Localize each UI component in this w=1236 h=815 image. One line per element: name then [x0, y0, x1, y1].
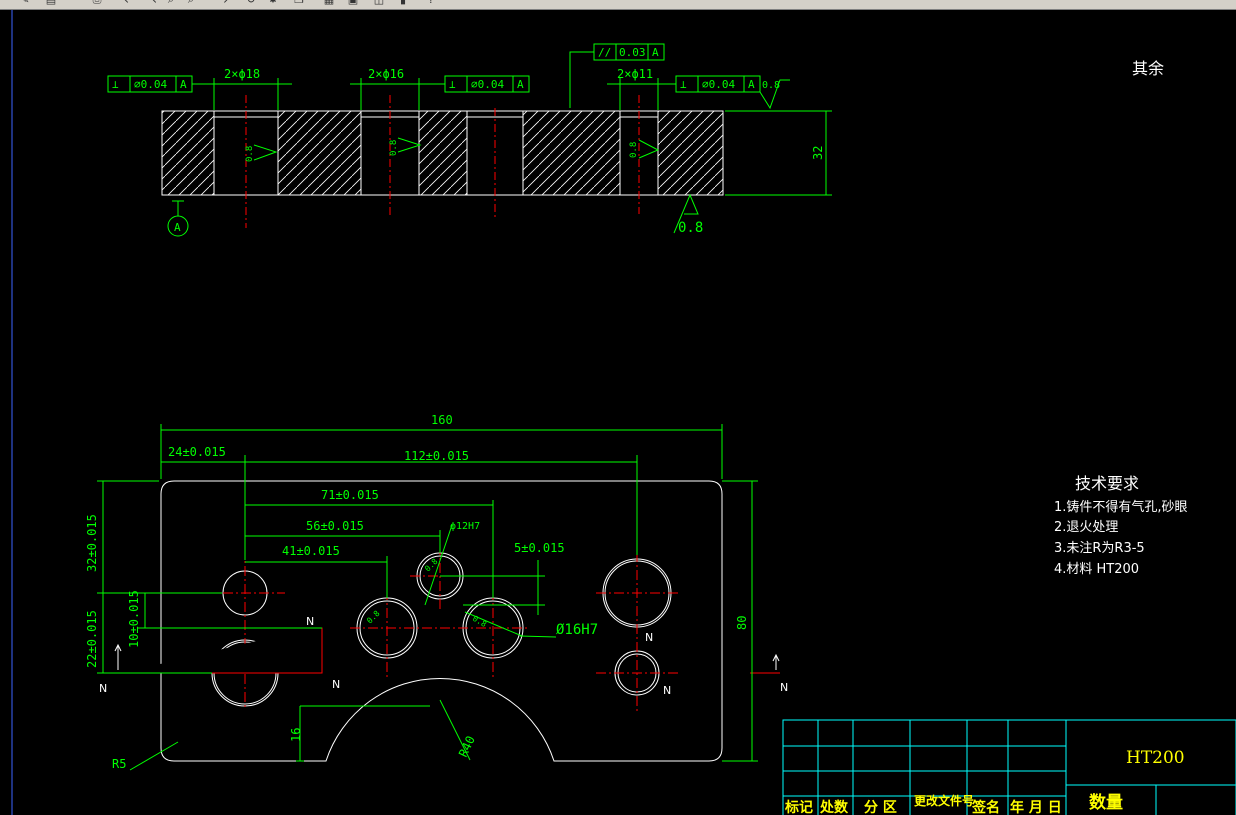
- section-n: N: [645, 631, 653, 644]
- section-hatch: [522, 110, 621, 196]
- tech-item: 1.铸件不得有气孔,砂眼: [1054, 499, 1188, 515]
- dim-16: 16: [289, 728, 303, 742]
- regen-icon[interactable]: ↻: [244, 0, 258, 7]
- tol-datum: A: [517, 78, 524, 91]
- tech-item: 2.退火处理: [1054, 520, 1118, 535]
- select-icon[interactable]: ↖: [146, 0, 160, 7]
- tech-item: 4.材料 HT200: [1054, 562, 1139, 577]
- light-icon[interactable]: ✸: [266, 0, 280, 7]
- hole-roughness: 0.8: [423, 557, 440, 574]
- properties-icon[interactable]: ▣: [346, 0, 360, 7]
- tol-value: ∅0.04: [134, 78, 167, 91]
- pan-icon[interactable]: ↖: [118, 0, 132, 7]
- tech-title: 技术要求: [1075, 474, 1139, 493]
- hole-label-18: 2×ϕ18: [224, 67, 260, 81]
- tol-frame-3: ⊥ ∅0.04 A: [680, 78, 755, 91]
- roughness-side: 0.8: [678, 220, 703, 236]
- section-hatch: [161, 110, 215, 196]
- realtime-icon[interactable]: ↗: [220, 0, 234, 7]
- header-change-doc: 更改文件号: [914, 793, 974, 808]
- section-hatch: [418, 110, 468, 196]
- tol-datum: A: [748, 78, 755, 91]
- open-icon[interactable]: ▤: [44, 0, 58, 7]
- zoom-window-icon[interactable]: ⌕: [164, 0, 178, 7]
- dim-10v: 10±0.015: [127, 590, 141, 648]
- header-zone: 分 区: [864, 800, 897, 815]
- header-count: 处数: [819, 799, 849, 815]
- header-date: 年 月 日: [1010, 799, 1062, 815]
- dim-32v: 32±0.015: [85, 514, 99, 572]
- tol-datum: A: [652, 46, 659, 59]
- tol-symbol: //: [598, 46, 611, 59]
- toolbar: ✎ ▤ ⎙ ↖ ↖ ⌕ ⌕ ↗ ↻ ✸ ❐ ▦ ▣ ◫ ▮?: [0, 0, 1236, 10]
- thickness-dim: 32: [811, 146, 825, 160]
- tol-value: ∅0.04: [471, 78, 504, 91]
- new-icon[interactable]: ✎: [18, 0, 32, 7]
- section-n: N: [780, 681, 788, 694]
- hole-roughness: 0.8: [629, 142, 639, 158]
- tol-value: ∅0.04: [702, 78, 735, 91]
- material-label: HT200: [1126, 748, 1185, 768]
- dim-71: 71±0.015: [321, 488, 379, 502]
- paste-icon[interactable]: ▦: [322, 0, 336, 7]
- datum-label: A: [174, 221, 181, 234]
- dim-56: 56±0.015: [306, 519, 364, 533]
- zoom-icon[interactable]: ⌕: [184, 0, 198, 7]
- section-n: N: [332, 678, 340, 691]
- header-sign: 签名: [971, 799, 1000, 815]
- dim-22v: 22±0.015: [85, 610, 99, 668]
- section-n: N: [99, 682, 107, 695]
- quantity-label: 数量: [1089, 792, 1123, 813]
- section-hatch: [657, 110, 724, 196]
- dim-112: 112±0.015: [404, 449, 469, 463]
- tol-symbol: ⊥: [680, 78, 687, 91]
- plan-view: 160 24±0.015 112±0.015 71±0.015 56±0.015…: [85, 413, 788, 771]
- tech-item: 3.未注R为R3-5: [1054, 541, 1145, 556]
- section-hatch: [277, 110, 362, 196]
- hole-roughness: 0.8: [471, 614, 488, 629]
- dim-overall-length: 160: [431, 413, 453, 427]
- hole-label-16: 2×ϕ16: [368, 67, 404, 81]
- remaining-note: 其余: [1132, 59, 1164, 78]
- tol-frame-2: ⊥ ∅0.04 A: [449, 78, 524, 91]
- tol-value: 0.03: [619, 46, 646, 59]
- hole-roughness: 0.8: [389, 140, 399, 156]
- dim-24: 24±0.015: [168, 445, 226, 459]
- help-icon[interactable]: ?: [424, 0, 438, 7]
- tol-datum: A: [180, 78, 187, 91]
- copy-icon[interactable]: ❐: [292, 0, 306, 7]
- title-block: HT200 标记 处数 分 区 更改文件号 签名 年 月 日 数量: [782, 719, 1236, 815]
- tol-frame-1: ⊥ ∅0.04 A: [112, 78, 187, 91]
- dim-r5: R5: [112, 757, 126, 771]
- hole-roughness: 0.8: [245, 146, 255, 162]
- hole-12h7: ϕ12H7: [450, 521, 480, 532]
- hole-label-11: 2×ϕ11: [617, 67, 653, 81]
- roughness-top: 0.8: [762, 80, 780, 91]
- layer-icon[interactable]: ◫: [372, 0, 386, 7]
- section-n: N: [663, 684, 671, 697]
- dim-41: 41±0.015: [282, 544, 340, 558]
- tol-symbol: ⊥: [449, 78, 456, 91]
- dim-height: 80: [735, 616, 749, 630]
- print-icon[interactable]: ⎙: [90, 0, 104, 7]
- section-n: N: [306, 615, 314, 628]
- hole-16h7: Ø16H7: [556, 622, 598, 638]
- tol-symbol: ⊥: [112, 78, 119, 91]
- header-mark: 标记: [784, 799, 813, 815]
- tol-frame-parallel: // 0.03 A: [598, 46, 659, 59]
- hole-roughness: 0.8: [365, 609, 382, 626]
- tech-requirements: 技术要求 1.铸件不得有气孔,砂眼 2.退火处理 3.未注R为R3-5 4.材料…: [1054, 474, 1188, 577]
- lock-icon[interactable]: ▮: [396, 0, 410, 7]
- dim-5: 5±0.015: [514, 541, 565, 555]
